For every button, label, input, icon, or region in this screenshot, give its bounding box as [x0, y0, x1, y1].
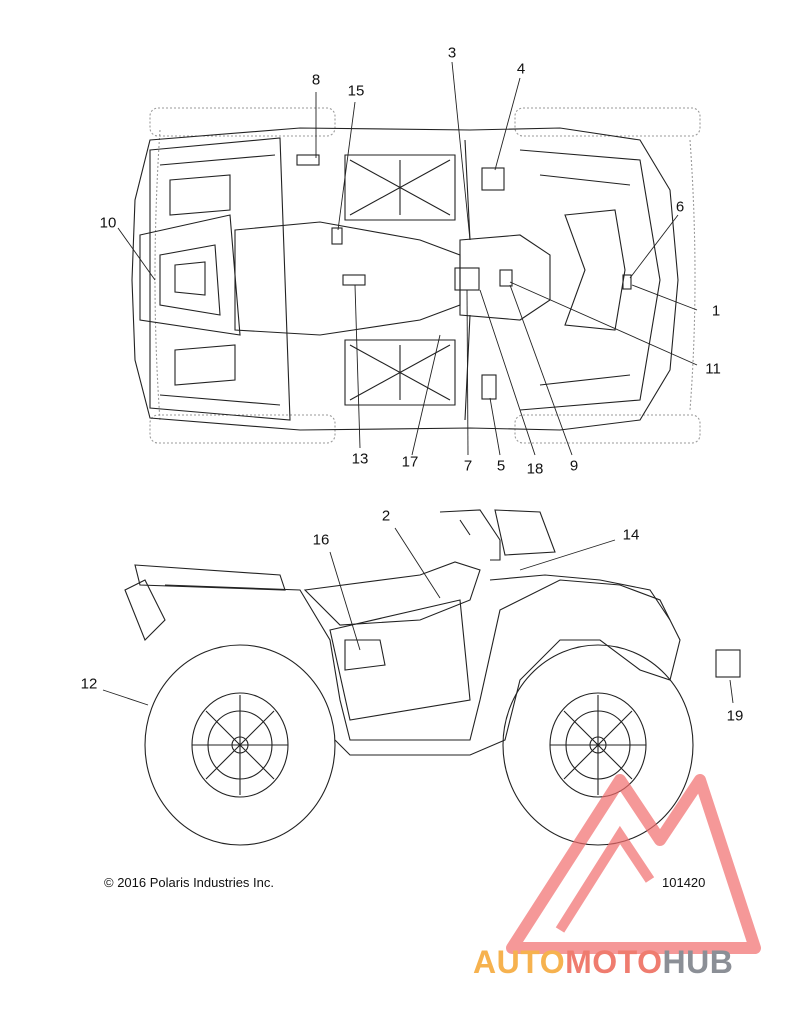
callout-12: 12 [80, 675, 98, 693]
side-view-leader-lines [102, 527, 734, 706]
watermark-logo [506, 774, 761, 954]
callout-11: 11 [705, 360, 721, 378]
callout-8: 8 [311, 71, 321, 89]
watermark-text: AUTOMOTOHUB [473, 944, 733, 981]
callout-4: 4 [516, 60, 526, 78]
callout-9: 9 [569, 457, 579, 475]
callout-17: 17 [401, 453, 419, 471]
callout-15: 15 [347, 82, 365, 100]
top-view-leader-lines [117, 61, 698, 456]
callout-3: 3 [447, 44, 457, 62]
watermark-part-hub: HUB [662, 944, 734, 980]
callout-7: 7 [463, 457, 473, 475]
watermark-part-moto: MOTO [565, 944, 663, 980]
watermark-part-auto: AUTO [473, 944, 566, 980]
callout-13: 13 [351, 450, 369, 468]
figure-id: 101420 [662, 875, 706, 890]
callout-2: 2 [381, 507, 391, 525]
copyright-text: © 2016 Polaris Industries Inc. [104, 875, 274, 890]
callout-5: 5 [496, 457, 506, 475]
callout-16: 16 [312, 531, 330, 549]
callout-10: 10 [99, 214, 117, 232]
callout-18: 18 [526, 460, 544, 478]
callout-1: 1 [711, 302, 721, 320]
callout-14: 14 [622, 526, 640, 544]
callout-6: 6 [675, 198, 685, 216]
side-view-atv [124, 509, 741, 846]
top-view-atv [131, 107, 701, 444]
callout-19: 19 [726, 707, 744, 725]
